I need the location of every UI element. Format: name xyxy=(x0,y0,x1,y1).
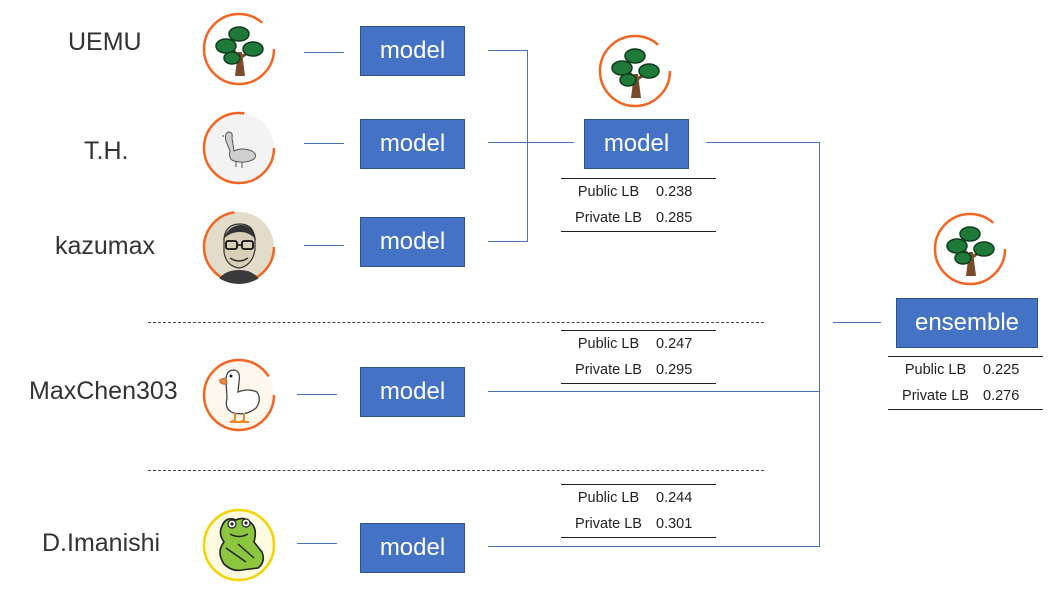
score-table-maxchen303: Public LB 0.247 Private LB 0.295 xyxy=(561,330,716,384)
merged-model-box: model xyxy=(584,119,689,169)
ensemble-pine-tree-icon xyxy=(933,212,1007,286)
goose-icon xyxy=(202,111,276,185)
score-row-public: Public LB 0.225 xyxy=(888,356,1043,383)
member-name-dimanishi: D.Imanishi xyxy=(42,529,161,557)
connector xyxy=(488,142,574,144)
member-name-maxchen303: MaxChen303 xyxy=(29,377,178,405)
public-lb-label: Public LB xyxy=(904,362,967,378)
connector xyxy=(297,543,337,545)
public-lb-value: 0.225 xyxy=(983,362,1020,378)
private-lb-value: 0.295 xyxy=(656,362,693,378)
ensemble-box: ensemble xyxy=(896,298,1038,348)
connector xyxy=(304,143,344,145)
model-box-maxchen303: model xyxy=(360,367,465,417)
public-lb-label: Public LB xyxy=(577,336,640,352)
connector xyxy=(488,50,528,52)
connector xyxy=(833,322,881,324)
person-portrait-icon xyxy=(202,210,276,284)
merged-model-pine-tree-icon xyxy=(598,34,672,108)
connector xyxy=(297,394,337,396)
public-lb-value: 0.247 xyxy=(656,336,693,352)
connector xyxy=(488,241,528,243)
public-lb-label: Public LB xyxy=(577,184,640,200)
model-box-uemu: model xyxy=(360,26,465,76)
private-lb-value: 0.276 xyxy=(983,388,1020,404)
score-table-ensemble: Public LB 0.225 Private LB 0.276 xyxy=(888,356,1043,410)
frog-icon xyxy=(202,508,276,582)
public-lb-value: 0.238 xyxy=(656,184,693,200)
score-row-private: Private LB 0.276 xyxy=(888,383,1043,410)
member-name-kazumax: kazumax xyxy=(55,232,156,260)
separator-dashed xyxy=(148,470,764,471)
public-lb-label: Public LB xyxy=(577,490,640,506)
score-row-private: Private LB 0.285 xyxy=(561,205,716,232)
connector xyxy=(304,245,344,247)
score-row-public: Public LB 0.247 xyxy=(561,330,716,357)
model-box-kazumax: model xyxy=(360,217,465,267)
private-lb-value: 0.285 xyxy=(656,210,693,226)
private-lb-label: Private LB xyxy=(902,388,969,404)
score-row-private: Private LB 0.295 xyxy=(561,357,716,384)
score-row-public: Public LB 0.244 xyxy=(561,484,716,511)
separator-dashed xyxy=(148,322,764,323)
connector xyxy=(819,142,821,547)
score-table-merged: Public LB 0.238 Private LB 0.285 xyxy=(561,178,716,232)
private-lb-label: Private LB xyxy=(575,210,642,226)
connector xyxy=(488,546,820,548)
pine-tree-icon xyxy=(202,12,276,86)
member-name-th: T.H. xyxy=(84,137,129,165)
connector xyxy=(304,52,344,54)
score-table-dimanishi: Public LB 0.244 Private LB 0.301 xyxy=(561,484,716,538)
duck-icon xyxy=(202,358,276,432)
public-lb-value: 0.244 xyxy=(656,490,693,506)
connector xyxy=(488,391,820,393)
model-box-dimanishi: model xyxy=(360,523,465,573)
member-name-uemu: UEMU xyxy=(68,28,142,56)
private-lb-label: Private LB xyxy=(575,516,642,532)
private-lb-value: 0.301 xyxy=(656,516,693,532)
score-row-private: Private LB 0.301 xyxy=(561,511,716,538)
model-box-th: model xyxy=(360,119,465,169)
private-lb-label: Private LB xyxy=(575,362,642,378)
connector xyxy=(527,50,529,242)
score-row-public: Public LB 0.238 xyxy=(561,178,716,205)
connector xyxy=(706,142,820,144)
